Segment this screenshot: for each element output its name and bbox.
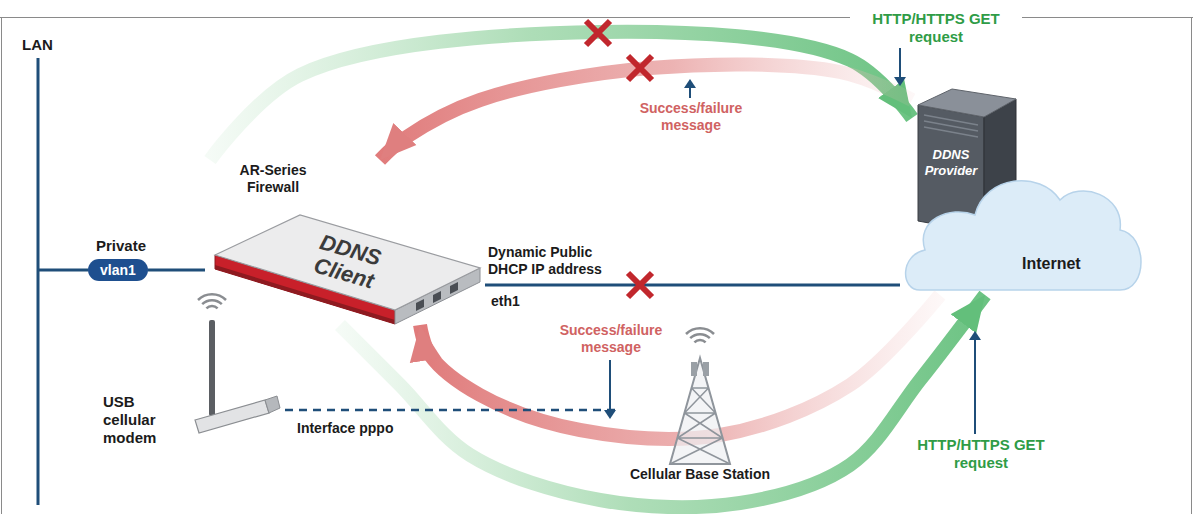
leader-line bbox=[689, 88, 691, 98]
ddns-server-part bbox=[924, 115, 978, 137]
cell-tower-part bbox=[703, 362, 709, 376]
firewall-device-part bbox=[433, 291, 441, 303]
leader-arrowhead bbox=[894, 77, 906, 86]
interface-label: Interface pppo bbox=[296, 420, 394, 437]
server-label: DDNS Provider bbox=[919, 147, 983, 178]
firewall-device: AR-Series FirewallDDNS Client bbox=[205, 160, 485, 325]
usb-modem-part bbox=[198, 294, 226, 308]
internet-cloud: Internet bbox=[900, 150, 1145, 295]
vlan-link bbox=[148, 269, 205, 272]
cloud-label: Internet bbox=[1022, 254, 1122, 273]
request-label: HTTP/HTTPS GET request bbox=[850, 10, 1022, 46]
leader-line bbox=[609, 360, 611, 410]
firewall-device-part bbox=[215, 215, 480, 310]
leader-arrowhead bbox=[969, 331, 981, 340]
request-label: HTTP/HTTPS GET request bbox=[895, 436, 1067, 472]
wan-link bbox=[485, 283, 900, 286]
usb-modem-outline bbox=[95, 280, 285, 455]
reply-label: Success/failure message bbox=[540, 322, 682, 356]
usb-modem: USB cellular modem bbox=[95, 280, 285, 455]
failure-cross bbox=[586, 21, 610, 45]
firewall-device-part bbox=[416, 299, 424, 311]
device-heading: AR-Series Firewall bbox=[223, 162, 323, 196]
usb-modem-part bbox=[265, 396, 280, 413]
usb-modem-part bbox=[195, 400, 269, 433]
address-label: Dynamic Public DHCP IP address bbox=[488, 244, 623, 278]
ddns-server-part bbox=[918, 89, 1016, 117]
cellular-link bbox=[285, 409, 615, 412]
interface-label: eth1 bbox=[490, 293, 521, 310]
cell-tower-part bbox=[670, 388, 730, 464]
cell-tower-part bbox=[670, 358, 730, 464]
leader-line bbox=[974, 340, 976, 434]
failure-cross bbox=[628, 56, 652, 80]
cell-tower-part bbox=[686, 328, 714, 342]
network-label: LAN bbox=[22, 36, 53, 54]
reply-arc bbox=[420, 295, 940, 439]
leader-arrowhead bbox=[604, 410, 616, 419]
tower-label: Cellular Base Station bbox=[615, 466, 785, 483]
reply-arc bbox=[380, 64, 912, 160]
request-arc bbox=[340, 295, 985, 507]
vlan-name: vlan1 bbox=[100, 259, 136, 281]
vlan-pill: vlan1 bbox=[88, 259, 148, 281]
connector-group bbox=[148, 32, 985, 507]
internet-cloud-outline bbox=[900, 150, 1145, 295]
lan-wire bbox=[38, 269, 88, 272]
lan-bus bbox=[37, 58, 40, 505]
leader-line bbox=[899, 48, 901, 77]
reply-label: Success/failure message bbox=[615, 100, 767, 134]
usb-modem-part bbox=[209, 320, 215, 416]
request-arc bbox=[210, 32, 912, 160]
modem-label: USB cellular modem bbox=[103, 393, 175, 447]
network-label: Private bbox=[96, 237, 146, 255]
internet-cloud-part bbox=[906, 181, 1141, 290]
firewall-device-part bbox=[450, 282, 458, 294]
leader-arrowhead bbox=[684, 79, 696, 88]
figure-frame bbox=[0, 17, 1193, 514]
cell-tower-part bbox=[691, 362, 697, 376]
failure-cross bbox=[628, 273, 652, 297]
